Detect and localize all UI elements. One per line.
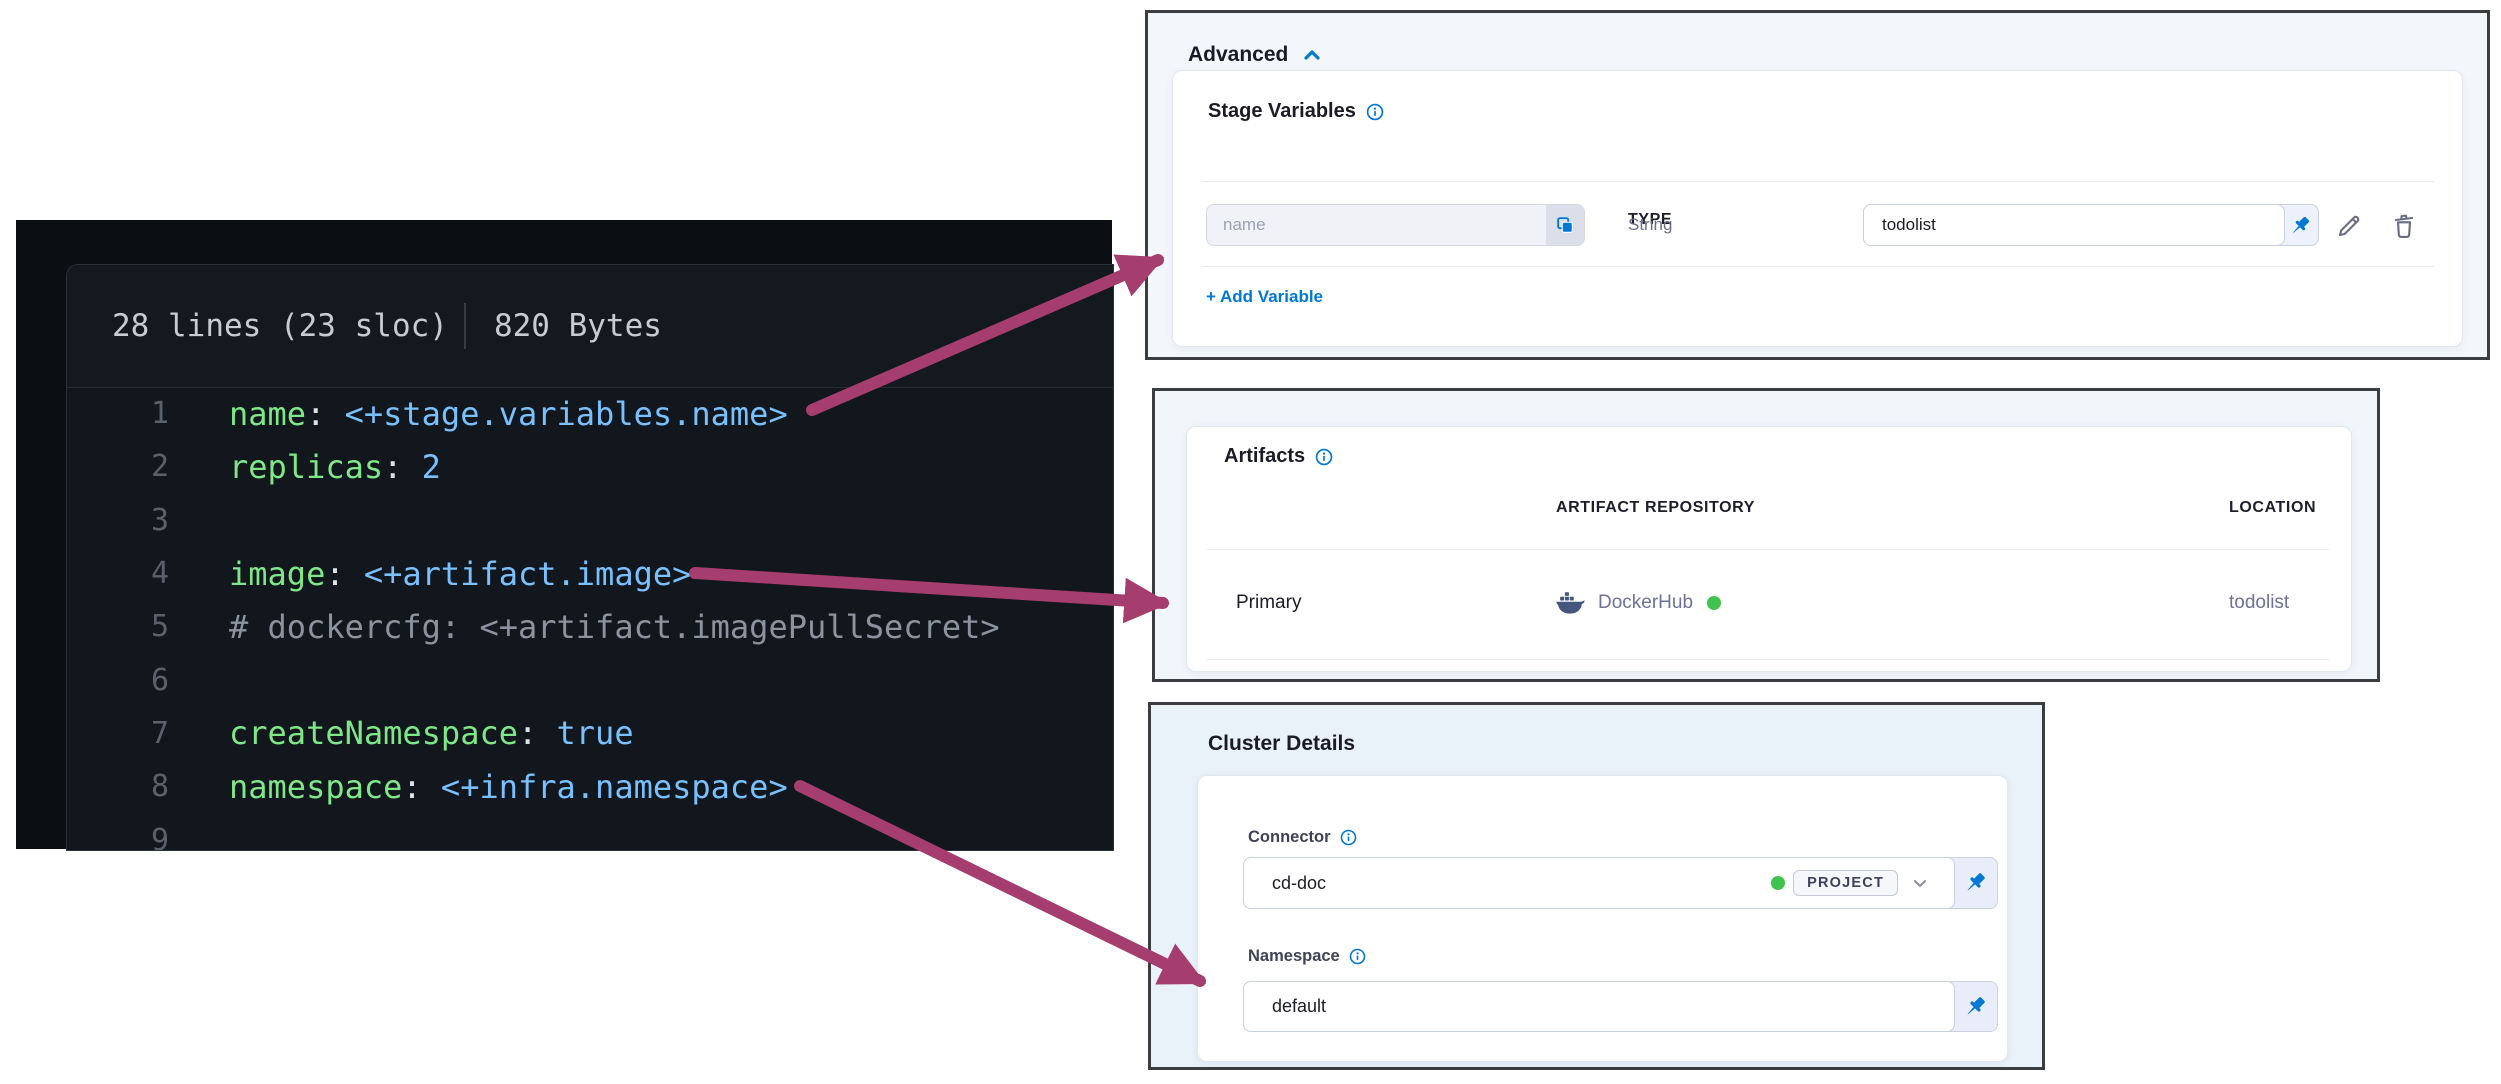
column-header-artifact-repository: ARTIFACT REPOSITORY: [1556, 499, 1755, 516]
copy-icon: [1554, 214, 1576, 236]
code-line: 7 createNamespace: true: [67, 707, 1113, 760]
connector-input[interactable]: cd-doc PROJECT: [1243, 857, 1955, 909]
line-number: 1: [150, 396, 169, 432]
code-file-panel: 28 lines (23 sloc) 820 Bytes 1 name: <+st…: [66, 264, 1114, 851]
cluster-details-panel: Cluster Details Connector cd-doc PROJECT: [1148, 702, 2045, 1070]
docker-whale-icon: [1554, 587, 1586, 619]
code-line: 5 # dockercfg: <+artifact.imagePullSecret…: [67, 600, 1113, 653]
pencil-icon: [2334, 211, 2364, 241]
code-line: 4 image: <+artifact.image>: [67, 547, 1113, 600]
advanced-section-header[interactable]: Advanced: [1188, 43, 1324, 67]
add-variable-button[interactable]: + Add Variable: [1206, 287, 1323, 306]
variable-value-group: todolist: [1863, 204, 2319, 246]
connector-value: cd-doc: [1272, 872, 1327, 893]
line-number: 9: [150, 822, 169, 851]
column-header-location: LOCATION: [2229, 499, 2317, 516]
code-text: createNamespace: true: [229, 714, 634, 753]
code-text: # dockercfg: <+artifact.imagePullSecret>: [229, 607, 1000, 646]
line-number: 6: [150, 662, 169, 698]
artifact-row-name: Primary: [1236, 592, 1302, 613]
line-number: 2: [150, 449, 169, 485]
copy-variable-button[interactable]: [1546, 205, 1584, 245]
code-line: 8 namespace: <+infra.namespace>: [67, 760, 1113, 813]
code-lines: 1 name: <+stage.variables.name> 2 replicas:…: [67, 387, 1113, 851]
stage-variables-label: Stage Variables: [1208, 100, 1356, 122]
info-icon[interactable]: [1340, 829, 1357, 846]
line-number: 8: [150, 769, 169, 805]
table-divider: [1207, 659, 2329, 660]
chevron-down-icon[interactable]: [1908, 871, 1932, 895]
info-icon[interactable]: [1349, 948, 1366, 965]
trash-icon: [2389, 211, 2419, 241]
artifact-repository-cell: DockerHub: [1554, 587, 1722, 619]
header-divider: [463, 303, 466, 349]
cluster-details-title: Cluster Details: [1208, 732, 1356, 755]
artifacts-heading: Artifacts: [1224, 445, 1333, 468]
namespace-value: default: [1272, 996, 1327, 1016]
code-file-header: 28 lines (23 sloc) 820 Bytes: [67, 265, 1113, 388]
scope-badge: PROJECT: [1793, 870, 1898, 896]
code-text: name: <+stage.variables.name>: [229, 394, 788, 433]
connector-label: Connector: [1248, 828, 1331, 846]
namespace-input-group: default: [1243, 981, 1998, 1032]
stage-variables-card: Stage Variables NAME TYPE VALUE name Str…: [1172, 70, 2463, 347]
code-line: 1 name: <+stage.variables.name>: [67, 387, 1113, 440]
code-line: 9: [67, 813, 1113, 851]
connector-label-row: Connector: [1248, 828, 1357, 847]
line-number: 3: [150, 502, 169, 538]
table-divider: [1203, 181, 2434, 182]
table-divider: [1203, 266, 2434, 267]
variable-name-input[interactable]: name: [1206, 204, 1585, 246]
column-header-type: TYPE: [1628, 211, 1673, 228]
pin-icon[interactable]: [1961, 869, 1989, 897]
advanced-title: Advanced: [1188, 43, 1289, 66]
stage-variables-heading: Stage Variables: [1208, 100, 1384, 123]
namespace-label: Namespace: [1248, 947, 1340, 965]
code-text: image: <+artifact.image>: [229, 554, 692, 593]
artifact-repository-name[interactable]: DockerHub: [1598, 592, 1694, 613]
line-number: 5: [150, 609, 169, 645]
artifact-location: todolist: [2229, 592, 2290, 613]
line-number: 7: [150, 715, 169, 751]
pin-icon[interactable]: [1961, 993, 1989, 1021]
variable-value-input[interactable]: todolist: [1863, 204, 2285, 246]
code-file-size: 820 Bytes: [493, 308, 662, 344]
pin-icon[interactable]: [2287, 213, 2313, 239]
code-text: namespace: <+infra.namespace>: [229, 767, 788, 806]
status-dot-green: [1771, 876, 1786, 890]
advanced-panel: Advanced Stage Variables NAME TYPE VALUE…: [1145, 10, 2490, 360]
info-icon[interactable]: [1315, 448, 1333, 466]
namespace-label-row: Namespace: [1248, 947, 1366, 966]
variable-type: String: [1628, 215, 1673, 234]
info-icon[interactable]: [1366, 103, 1384, 121]
artifacts-panel: Artifacts ARTIFACT REPOSITORY LOCATION P…: [1152, 388, 2380, 682]
cluster-details-card: Connector cd-doc PROJECT: [1197, 775, 2008, 1062]
variable-value-text: todolist: [1882, 215, 1936, 234]
code-line: 3: [67, 494, 1113, 547]
code-line: 2 replicas: 2: [67, 440, 1113, 493]
chevron-up-icon[interactable]: [1300, 43, 1324, 67]
variable-name-placeholder: name: [1223, 215, 1266, 234]
code-line: 6: [67, 653, 1113, 706]
code-text: replicas: 2: [229, 447, 441, 486]
delete-variable-button[interactable]: [2388, 210, 2420, 242]
line-number: 4: [150, 556, 169, 592]
code-lines-count: 28 lines (23 sloc): [112, 308, 448, 344]
artifacts-card: Artifacts ARTIFACT REPOSITORY LOCATION P…: [1186, 426, 2352, 672]
status-dot-green: [1707, 596, 1722, 610]
artifacts-title: Artifacts: [1224, 445, 1306, 467]
namespace-input[interactable]: default: [1243, 981, 1955, 1032]
code-viewer-background: 28 lines (23 sloc) 820 Bytes 1 name: <+st…: [16, 220, 1114, 851]
table-divider: [1207, 549, 2329, 550]
connector-input-group: cd-doc PROJECT: [1243, 857, 1998, 909]
edit-variable-button[interactable]: [2333, 210, 2365, 242]
